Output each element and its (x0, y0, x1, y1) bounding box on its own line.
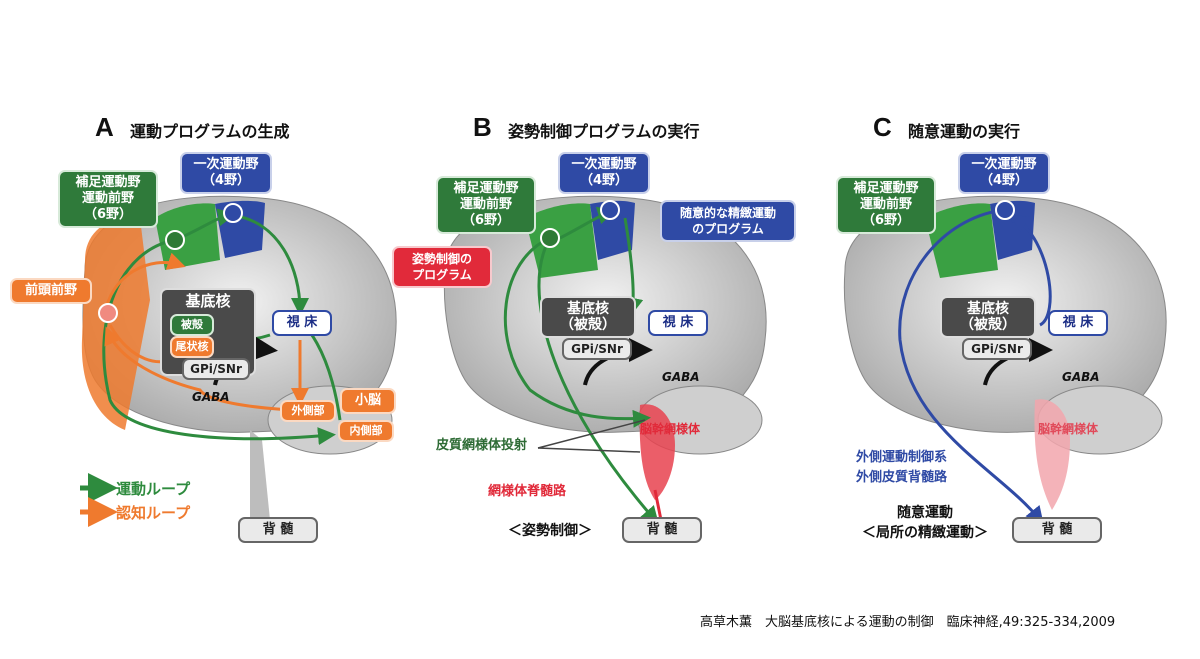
panel-letter: B (473, 112, 492, 142)
citation: 高草木薫 大脳基底核による運動の制御 臨床神経,49:325-334,2009 (700, 615, 1116, 630)
prefrontal-cortex-label: 前頭前野 (10, 278, 92, 304)
basal-ganglia-label: 基底核 （被殻） (540, 296, 636, 338)
panel-title: 姿勢制御プログラムの実行 (508, 122, 700, 141)
lateral-corticospinal-tract-label: 外側皮質背髄路 (856, 470, 948, 485)
panel-a: A 運動プログラムの生成 一次運動野 （4野） 補足運動野 運動前野 （6野） … (0, 100, 400, 570)
gpi-snr-label: GPi/SNr (562, 338, 632, 360)
voluntary-movement-label: 随意運動 ＜局所の精緻運動＞ (862, 505, 988, 541)
corticoreticular-projection-label: 皮質網様体投射 (436, 438, 528, 453)
supplementary-motor-area-label: 補足運動野 運動前野 （6野） (58, 170, 158, 228)
panel-letter: C (873, 112, 892, 142)
gaba-label: GABA (192, 390, 230, 404)
spinal-cord-label: 背 髄 (1012, 517, 1102, 543)
supplementary-motor-area-label: 補足運動野 運動前野 （6野） (436, 176, 536, 234)
primary-motor-cortex-label: 一次運動野 （4野） (558, 152, 650, 194)
brainstem-reticular-label: 脳幹網様体 (640, 422, 701, 436)
cerebellum-label: 小脳 (340, 388, 396, 414)
panel-b: B 姿勢制御プログラムの実行 一次運動野 （4野） 補足運動野 運動前野 （6野… (392, 100, 800, 570)
spinal-cord-label: 背 髄 (622, 517, 702, 543)
gaba-label: GABA (1062, 370, 1100, 384)
gpi-snr-label: GPi/SNr (182, 358, 250, 380)
primary-motor-cortex-label: 一次運動野 （4野） (958, 152, 1050, 194)
gaba-label: GABA (662, 370, 700, 384)
cerebellum-lateral-label: 外側部 (280, 400, 336, 422)
panel-letter: A (95, 112, 114, 142)
primary-motor-cortex-label: 一次運動野 （4野） (180, 152, 272, 194)
thalamus-label: 視 床 (1048, 310, 1108, 336)
panel-c: C 随意運動の実行 一次運動野 （4野） 補足運動野 運動前野 （6野） 基底核… (800, 100, 1200, 570)
gpi-snr-label: GPi/SNr (962, 338, 1032, 360)
thalamus-label: 視 床 (272, 310, 332, 336)
basal-ganglia-label: 基底核 （被殻） (940, 296, 1036, 338)
thalamus-label: 視 床 (648, 310, 708, 336)
brainstem-reticular-label: 脳幹網様体 (1038, 422, 1099, 436)
fine-movement-program-label: 随意的な精緻運動 のプログラム (660, 200, 796, 242)
posture-control-label: ＜姿勢制御＞ (508, 523, 592, 539)
panel-title: 随意運動の実行 (908, 122, 1021, 141)
legend-cognitive-loop: 認知ループ (116, 504, 191, 522)
supplementary-motor-area-label: 補足運動野 運動前野 （6野） (836, 176, 936, 234)
legend-motor-loop: 運動ループ (116, 480, 191, 498)
reticulospinal-tract-label: 網様体脊髄路 (488, 484, 567, 499)
putamen-label: 被殻 (170, 314, 214, 336)
panel-title: 運動プログラムの生成 (130, 122, 290, 141)
caudate-label: 尾状核 (170, 336, 214, 358)
lateral-motor-system-label: 外側運動制御系 (856, 450, 948, 465)
cerebellum-medial-label: 内側部 (338, 420, 394, 442)
spinal-cord-label: 背 髄 (238, 517, 318, 543)
posture-program-label: 姿勢制御の プログラム (392, 246, 492, 288)
